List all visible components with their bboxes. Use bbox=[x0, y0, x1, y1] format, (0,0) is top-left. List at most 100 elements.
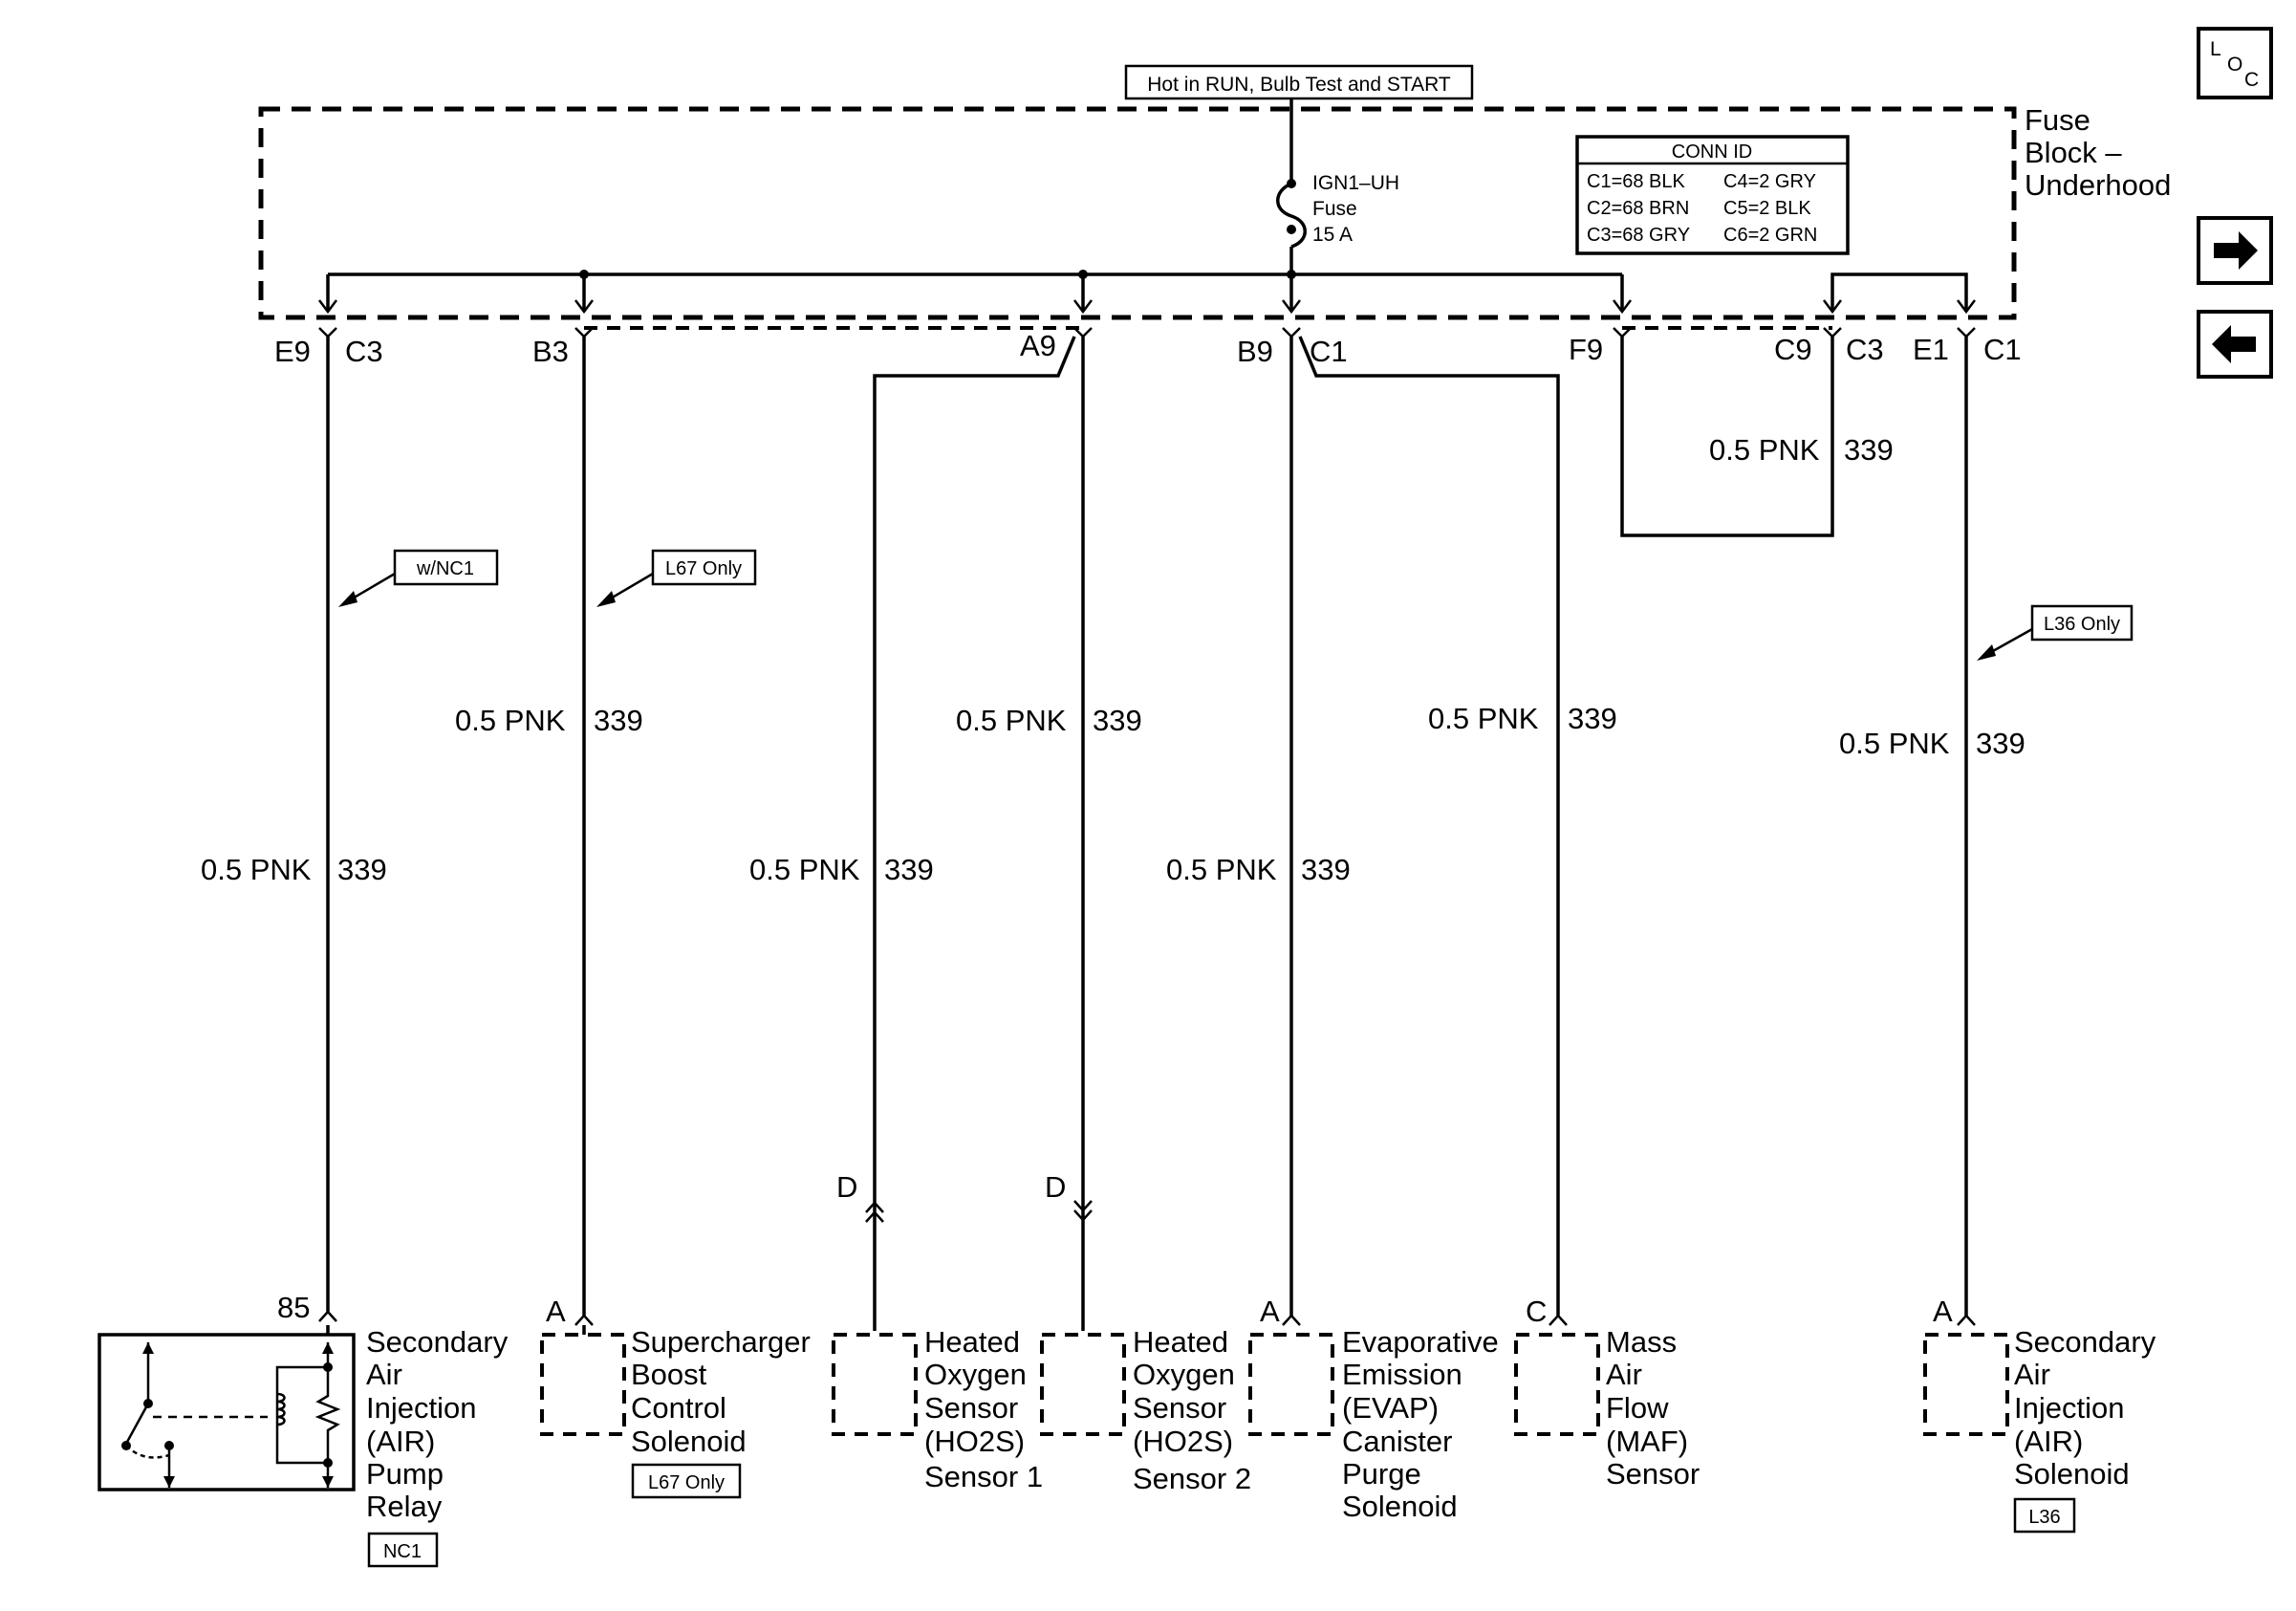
pin-d-ho2s1: D bbox=[836, 1170, 857, 1204]
wire-size-air-solenoid: 0.5 PNK bbox=[1839, 727, 1950, 760]
svg-text:Canister: Canister bbox=[1342, 1425, 1452, 1458]
wire-circuit-loop: 339 bbox=[1844, 433, 1894, 467]
svg-text:(EVAP): (EVAP) bbox=[1342, 1391, 1439, 1425]
svg-text:Emission: Emission bbox=[1342, 1358, 1462, 1391]
svg-text:Air: Air bbox=[1606, 1358, 1642, 1391]
svg-text:Fuse: Fuse bbox=[2025, 103, 2090, 137]
svg-text:CONN ID: CONN ID bbox=[1672, 142, 1752, 163]
terminal-c1-b: C1 bbox=[1983, 333, 2022, 366]
conn-id-table: CONN ID C1=68 BLK C4=2 GRY C2=68 BRN C5=… bbox=[1575, 135, 1850, 255]
svg-text:L: L bbox=[2210, 38, 2221, 60]
wire-circuit-maf: 339 bbox=[1568, 702, 1617, 735]
connector-terminals bbox=[318, 326, 1976, 338]
svg-text:C6=2 GRN: C6=2 GRN bbox=[1723, 225, 1817, 246]
svg-text:L67 Only: L67 Only bbox=[665, 558, 742, 579]
pin-a-evap: A bbox=[1260, 1295, 1280, 1328]
fuse-rating: 15 A bbox=[1312, 224, 1353, 246]
loc-button[interactable]: L O C bbox=[2197, 27, 2273, 99]
callout-l36: L36 Only bbox=[1977, 604, 2134, 661]
pin-85: 85 bbox=[277, 1291, 310, 1324]
svg-text:Sensor: Sensor bbox=[1606, 1457, 1700, 1491]
wire-size-loop: 0.5 PNK bbox=[1709, 433, 1820, 467]
fuse-label: Fuse bbox=[1312, 198, 1357, 220]
terminal-e9: E9 bbox=[274, 335, 311, 368]
circuit-wires bbox=[326, 336, 1968, 1331]
svg-text:Oxygen: Oxygen bbox=[924, 1358, 1027, 1391]
evap-purge-solenoid: Evaporative Emission (EVAP) Canister Pur… bbox=[1248, 1325, 1499, 1523]
terminal-b9: B9 bbox=[1237, 335, 1273, 368]
svg-text:(AIR): (AIR) bbox=[2014, 1425, 2083, 1458]
fuse-ign1-uh: IGN1–UH Fuse 15 A bbox=[1276, 98, 1399, 274]
svg-text:Supercharger: Supercharger bbox=[631, 1325, 811, 1359]
back-button[interactable] bbox=[2197, 310, 2273, 379]
svg-text:Secondary: Secondary bbox=[2014, 1325, 2156, 1359]
wire-circuit-air-solenoid: 339 bbox=[1976, 727, 2025, 760]
terminal-c3: C3 bbox=[345, 335, 383, 368]
forward-button[interactable] bbox=[2197, 216, 2273, 285]
pin-d-ho2s2: D bbox=[1045, 1170, 1066, 1204]
svg-text:Heated: Heated bbox=[924, 1325, 1020, 1359]
tag-nc1: NC1 bbox=[383, 1541, 422, 1562]
terminal-arrows-internal bbox=[318, 299, 1976, 315]
svg-text:Solenoid: Solenoid bbox=[1342, 1490, 1458, 1523]
svg-text:O: O bbox=[2227, 54, 2242, 76]
terminal-a9: A9 bbox=[1020, 329, 1056, 362]
svg-text:Injection: Injection bbox=[2014, 1391, 2124, 1425]
svg-text:(AIR): (AIR) bbox=[366, 1425, 435, 1458]
ho2s-sensor-2: Heated Oxygen Sensor (HO2S) Sensor 2 bbox=[1040, 1325, 1251, 1495]
wire-size-evap: 0.5 PNK bbox=[1166, 853, 1277, 886]
callout-l67: L67 Only bbox=[596, 549, 757, 607]
arrow-right-icon bbox=[2214, 231, 2258, 270]
air-pump-relay bbox=[97, 1325, 356, 1491]
svg-text:C1=68 BLK: C1=68 BLK bbox=[1587, 171, 1686, 192]
svg-text:Heated: Heated bbox=[1133, 1325, 1228, 1359]
svg-text:w/NC1: w/NC1 bbox=[416, 558, 474, 579]
power-label-box: Hot in RUN, Bulb Test and START bbox=[1124, 64, 1474, 100]
air-pump-relay-label: Secondary Air Injection (AIR) Pump Relay… bbox=[366, 1325, 509, 1568]
power-label: Hot in RUN, Bulb Test and START bbox=[1147, 74, 1451, 96]
svg-text:Relay: Relay bbox=[366, 1490, 443, 1523]
svg-text:Pump: Pump bbox=[366, 1457, 444, 1491]
wire-size-air-relay: 0.5 PNK bbox=[201, 853, 312, 886]
svg-text:Injection: Injection bbox=[366, 1391, 476, 1425]
svg-text:Solenoid: Solenoid bbox=[2014, 1457, 2130, 1491]
tag-l67: L67 Only bbox=[648, 1472, 725, 1493]
tag-l36: L36 bbox=[2028, 1507, 2060, 1528]
inline-connector-d: D D bbox=[836, 1170, 1093, 1223]
component-pins: 85 A A C A bbox=[277, 1291, 1976, 1328]
svg-text:Mass: Mass bbox=[1606, 1325, 1677, 1359]
wire-size-supercharger: 0.5 PNK bbox=[455, 704, 566, 737]
terminal-labels: E9 C3 B3 A9 B9 C1 F9 C9 C3 E1 C1 bbox=[274, 329, 2022, 368]
svg-text:Boost: Boost bbox=[631, 1358, 707, 1391]
wire-circuit-ho2s1: 339 bbox=[884, 853, 934, 886]
terminal-b3: B3 bbox=[532, 335, 569, 368]
svg-text:Solenoid: Solenoid bbox=[631, 1425, 747, 1458]
svg-text:Sensor: Sensor bbox=[924, 1391, 1018, 1425]
svg-text:Sensor 2: Sensor 2 bbox=[1133, 1462, 1251, 1495]
wire-circuit-air-relay: 339 bbox=[337, 853, 387, 886]
svg-text:L36 Only: L36 Only bbox=[2044, 614, 2120, 635]
callout-nc1: w/NC1 bbox=[338, 549, 499, 607]
pin-c-maf: C bbox=[1526, 1295, 1547, 1328]
svg-text:Purge: Purge bbox=[1342, 1457, 1421, 1491]
svg-text:Air: Air bbox=[366, 1358, 402, 1391]
terminal-c3-b: C3 bbox=[1846, 333, 1884, 366]
svg-text:C4=2 GRY: C4=2 GRY bbox=[1723, 171, 1816, 192]
svg-text:(MAF): (MAF) bbox=[1606, 1425, 1688, 1458]
wire-size-maf: 0.5 PNK bbox=[1428, 702, 1539, 735]
wire-labels: 0.5 PNK 339 0.5 PNK 339 0.5 PNK 339 0.5 … bbox=[201, 433, 2025, 886]
terminal-c9: C9 bbox=[1774, 333, 1812, 366]
svg-text:Air: Air bbox=[2014, 1358, 2050, 1391]
fuse-block-label: Fuse Block – Underhood bbox=[2025, 103, 2171, 202]
svg-text:Secondary: Secondary bbox=[366, 1325, 509, 1359]
wire-circuit-ho2s2: 339 bbox=[1093, 704, 1142, 737]
pin-a-supercharger: A bbox=[546, 1295, 566, 1328]
svg-text:Underhood: Underhood bbox=[2025, 168, 2171, 202]
svg-text:Control: Control bbox=[631, 1391, 726, 1425]
bus-line bbox=[326, 270, 1968, 312]
wire-circuit-supercharger: 339 bbox=[594, 704, 643, 737]
terminal-c1: C1 bbox=[1310, 335, 1348, 368]
svg-text:Block –: Block – bbox=[2025, 136, 2122, 169]
svg-text:C3=68 GRY: C3=68 GRY bbox=[1587, 225, 1690, 246]
